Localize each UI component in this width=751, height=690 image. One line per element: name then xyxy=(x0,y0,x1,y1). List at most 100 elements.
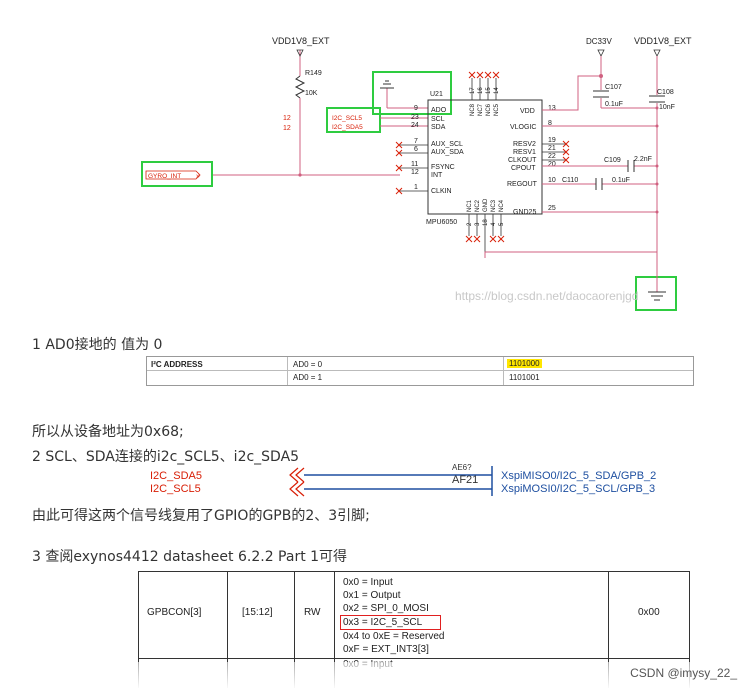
pin-name-fsync: FSYNC xyxy=(431,164,455,171)
pin-num-7: 7 xyxy=(414,138,418,145)
pin-num-15: 15 xyxy=(486,87,492,94)
svg-text:»: » xyxy=(196,173,200,180)
pin-name-ado: ADO xyxy=(431,107,447,114)
pin-num-4: 4 xyxy=(491,222,497,226)
pin-name-resv1: RESV1 xyxy=(513,149,536,156)
bottom-fade xyxy=(0,662,751,690)
pin-num-11: 11 xyxy=(411,161,418,168)
pin-name-clkin: CLKIN xyxy=(431,188,452,195)
i2c-sda5-label: I2C_SDA5 xyxy=(332,124,363,131)
para-datasheet: 3 查阅exynos4412 datasheet 6.2.2 Part 1可得 xyxy=(32,549,348,565)
c107-value: 0.1uF xyxy=(605,101,623,108)
para-ad0-ground: 1 AD0接地的 值为 0 xyxy=(32,337,163,353)
pin-num-16: 16 xyxy=(478,87,484,94)
pin-name-sda: SDA xyxy=(431,124,446,131)
conn-ball-top: AE6? xyxy=(452,463,472,472)
pin-num-18: 18 xyxy=(483,219,489,226)
pin-num-14: 14 xyxy=(494,87,500,94)
i2c-address-table: I²C ADDRESS AD0 = 0 AD0 = 1 1101000 1101… xyxy=(146,356,694,386)
conn-pin-scl: XspiMOSI0/I2C_5_SCL/GPB_3 xyxy=(501,483,655,495)
pin-num-21: 21 xyxy=(548,145,556,152)
addr-value-0: 1101000 xyxy=(507,359,542,368)
pin-name-gnd: GND xyxy=(483,198,489,212)
pin-name-clkout: CLKOUT xyxy=(508,157,537,164)
csdn-footer: CSDN @imysy_22_ xyxy=(630,666,737,680)
pin-name-cpout: CPOUT xyxy=(511,165,536,172)
pin-name-nc3: NC3 xyxy=(491,199,497,212)
net-label-dc33v: DC33V xyxy=(586,37,612,46)
pin-name-nc5: NC5 xyxy=(494,103,500,116)
watermark: https://blog.csdn.net/daocaorenjgd xyxy=(455,289,638,303)
conn-pin-sda: XspiMISO0/I2C_5_SDA/GPB_2 xyxy=(501,470,656,482)
para-gpio-mux: 由此可得这两个信号线复用了GPIO的GPB的2、3引脚; xyxy=(32,508,370,524)
i2c-address-header: I²C ADDRESS xyxy=(151,360,203,369)
pin-name-nc7: NC7 xyxy=(478,103,484,116)
c108-value: 10nF xyxy=(659,104,675,111)
r149-value: 10K xyxy=(305,90,318,97)
pin-num-22: 22 xyxy=(548,153,556,160)
pin-num-13: 13 xyxy=(548,105,556,112)
c110-value: 0.1uF xyxy=(612,177,630,184)
i2c-connection-diagram: I2C_SDA5 I2C_SCL5 AE6? AF21 XspiMISO0/I2… xyxy=(150,463,656,497)
pin-num-8: 8 xyxy=(548,120,552,127)
pin-num-3: 3 xyxy=(475,222,481,226)
pin-num-9: 9 xyxy=(414,105,418,112)
reg-option-2: 0x2 = SPI_0_MOSI xyxy=(343,603,429,614)
net-label-vdd-left: VDD1V8_EXT xyxy=(272,36,330,46)
gnd-highlight xyxy=(635,276,677,311)
para-device-address: 所以从设备地址为0x68; xyxy=(32,424,184,440)
reg-name: GPBCON[3] xyxy=(147,607,202,618)
c110-label: C110 xyxy=(562,177,578,184)
pin-name-scl: SCL xyxy=(431,116,445,123)
net-label-vdd-right: VDD1V8_EXT xyxy=(634,36,692,46)
pin-num-12: 12 xyxy=(411,169,419,176)
i2c-label-highlight xyxy=(326,107,381,133)
c109-label: C109 xyxy=(604,157,621,164)
c108-label: C108 xyxy=(657,89,674,96)
pin-num-2: 2 xyxy=(467,222,473,226)
chip-name: MPU6050 xyxy=(426,219,457,226)
pin-num-24: 24 xyxy=(411,122,419,129)
pin-name-aux-sda: AUX_SDA xyxy=(431,149,464,156)
pin-num-20: 20 xyxy=(548,161,556,168)
reg-option-3: 0x3 = I2C_5_SCL xyxy=(343,617,423,628)
conn-ball: AF21 xyxy=(452,474,478,486)
gyro-int-highlight xyxy=(141,161,213,187)
c107-label: C107 xyxy=(605,84,622,91)
pin-num-17: 17 xyxy=(470,87,476,94)
pin12-label-b: 12 xyxy=(283,125,291,132)
reg-option-1: 0x1 = Output xyxy=(343,590,401,601)
i2c-scl5-label: I2C_SCL5 xyxy=(332,115,362,122)
pin-num-23: 23 xyxy=(411,114,419,121)
pin-num-10: 10 xyxy=(548,177,556,184)
addr-value-1: 1101001 xyxy=(509,373,540,382)
pin-num-19: 19 xyxy=(548,137,556,144)
pin-name-resv2: RESV2 xyxy=(513,141,536,148)
reg-type: RW xyxy=(304,607,321,618)
pin-num-25: 25 xyxy=(548,205,556,212)
pin-name-aux-scl: AUX_SCL xyxy=(431,141,463,148)
pin-name-nc2: NC2 xyxy=(475,199,481,212)
reg-option-3-highlight: 0x3 = I2C_5_SCL xyxy=(340,615,442,630)
reg-option-0: 0x0 = Input xyxy=(343,577,393,588)
para-scl-sda: 2 SCL、SDA连接的i2c_SCL5、i2c_SDA5 xyxy=(32,449,300,465)
pin-name-nc1: NC1 xyxy=(467,199,473,212)
pin-name-nc6: NC6 xyxy=(486,103,492,116)
addr-cond-1: AD0 = 1 xyxy=(293,373,323,382)
reg-reset: 0x00 xyxy=(638,607,660,618)
reg-option-5: 0xF = EXT_INT3[3] xyxy=(343,644,429,655)
pin12-label-a: 12 xyxy=(283,115,291,122)
pin-name-regout: REGOUT xyxy=(507,181,538,188)
pin-name-nc4: NC4 xyxy=(499,199,505,212)
pin-num-6: 6 xyxy=(414,146,418,153)
pin-name-gnd25: GND25 xyxy=(513,209,536,216)
c109-value: 2.2nF xyxy=(634,156,652,163)
pin-name-vlogic: VLOGIC xyxy=(510,124,536,131)
r149-label: R149 xyxy=(305,70,322,77)
reg-options: 0x0 = Input 0x1 = Output 0x2 = SPI_0_MOS… xyxy=(340,576,445,656)
reg-option-4: 0x4 to 0xE = Reserved xyxy=(343,631,445,642)
pin-name-int: INT xyxy=(431,172,443,179)
pin-num-5: 5 xyxy=(499,222,505,226)
reg-bits: [15:12] xyxy=(242,607,273,618)
gyro-int-label: GYRO_INT xyxy=(148,173,181,180)
